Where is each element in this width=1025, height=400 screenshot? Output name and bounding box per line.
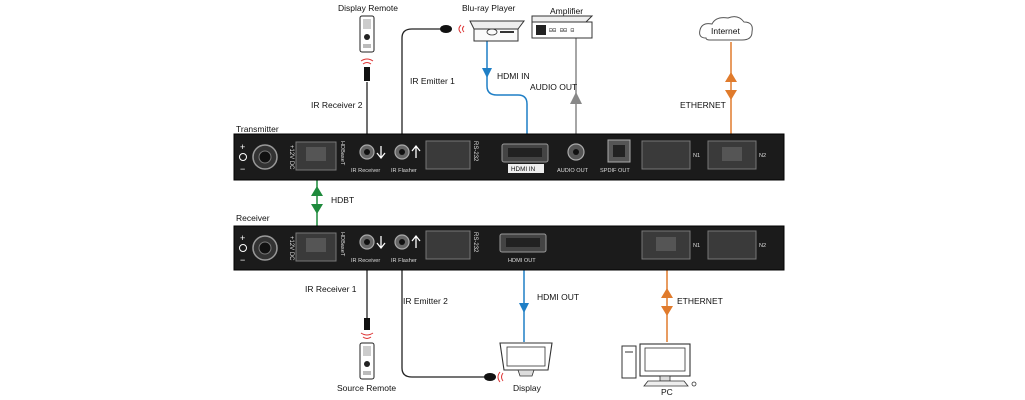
receiver-panel: + − +12V DC HDBaseT IR Receiver IR Flash… [233,225,785,271]
hdmi-in-cable [486,41,528,145]
rx-n1-label: N1 [693,243,700,249]
ethernet-bottom-arrows [661,288,673,316]
audio-out-arrow [570,92,582,104]
tx-ir-flasher-label: IR Flasher [391,168,417,174]
rx-hdbaset-label: HDBaseT [339,232,345,257]
pc-icon [621,343,697,387]
hdmi-in-link-label: HDMI IN [497,71,530,81]
ir-receiver-2-sensor [364,67,370,81]
hdmi-in-highlight [508,164,544,173]
audio-out-link-label: AUDIO OUT [530,82,577,92]
display-label: Display [513,383,542,393]
svg-text:−: − [240,164,245,174]
receiver-label: Receiver [236,213,270,223]
polarity-icon [239,153,247,161]
internet-cloud-icon [699,16,753,41]
hdbt-label: HDBT [331,195,354,205]
ir-receiver-1-sensor [364,318,370,330]
rx-hdmi-out-label: HDMI OUT [508,258,536,264]
tx-n1-label: N1 [693,153,700,159]
ir-emitter-1-label: IR Emitter 1 [410,76,455,86]
n2-port [707,230,757,260]
n1-port [641,140,691,170]
ir-signal-icon [497,371,504,383]
arrow-up-icon [411,144,421,158]
ir-emitter-1-cable [401,28,440,142]
tx-ir-receiver-label: IR Receiver [351,168,380,174]
source-remote-icon [359,342,375,380]
svg-text:⊟⊟ ⊟⊟ ⊟: ⊟⊟ ⊟⊟ ⊟ [549,27,575,34]
rx-power-label: +12V DC [288,236,294,261]
bluray-player-icon [469,20,525,42]
ir-emitter-1-head [440,25,452,33]
rs232-port [425,230,471,260]
ir-signal-icon [360,332,374,339]
tx-audio-out-label: AUDIO OUT [557,168,589,174]
transmitter-label: Transmitter [236,124,279,134]
svg-text:+: + [240,233,245,243]
arrow-up-icon [411,234,421,248]
display-remote-label: Display Remote [338,3,398,13]
ir-receiver-1-label: IR Receiver 1 [305,284,357,294]
tx-hdmi-in-label: HDMI IN [511,166,536,173]
ethernet-bottom-label: ETHERNET [677,296,723,306]
display-icon [499,342,553,377]
tx-spdif-out-label: SPDIF OUT [600,168,630,174]
svg-text:+: + [240,142,245,152]
ethernet-top-arrows [725,72,737,100]
ir-receiver-2-label: IR Receiver 2 [311,100,363,110]
hdbt-arrows [311,186,323,214]
ir-emitter-2-head [484,373,496,381]
internet-label: Internet [711,26,740,36]
tx-hdbaset-label: HDBaseT [339,141,345,166]
ir-signal-icon [458,24,465,34]
hdmi-out-arrow [519,303,529,313]
source-remote-label: Source Remote [337,383,396,393]
arrow-down-icon [376,236,386,250]
rx-rs232-label: RS-232 [472,232,478,253]
display-remote-icon [359,15,375,53]
hdmi-out-link-label: HDMI OUT [537,292,579,302]
transmitter-panel: + − +12V DC HDBaseT IR Receiver [233,133,785,181]
hdmi-in-arrow [482,68,492,78]
rx-n2-label: N2 [759,243,766,249]
pc-label: PC [661,387,673,397]
rx-ir-flasher-label: IR Flasher [391,258,417,264]
polarity-icon [239,244,247,252]
tx-n2-label: N2 [759,153,766,159]
amplifier-label: Amplifier [550,6,583,16]
amplifier-icon: ⊟⊟ ⊟⊟ ⊟ [531,15,594,39]
tx-power-label: +12V DC [288,145,294,170]
ir-emitter-2-label: IR Emitter 2 [403,296,448,306]
tx-rs232-label: RS-232 [472,141,478,162]
ir-emitter-2-cable [401,250,484,378]
arrow-down-icon [376,146,386,160]
rx-ir-receiver-label: IR Receiver [351,258,380,264]
rs232-port [425,140,471,170]
bluray-player-label: Blu-ray Player [462,3,516,13]
ir-signal-icon [360,58,374,65]
ethernet-top-label: ETHERNET [680,100,726,110]
svg-text:−: − [240,255,245,265]
